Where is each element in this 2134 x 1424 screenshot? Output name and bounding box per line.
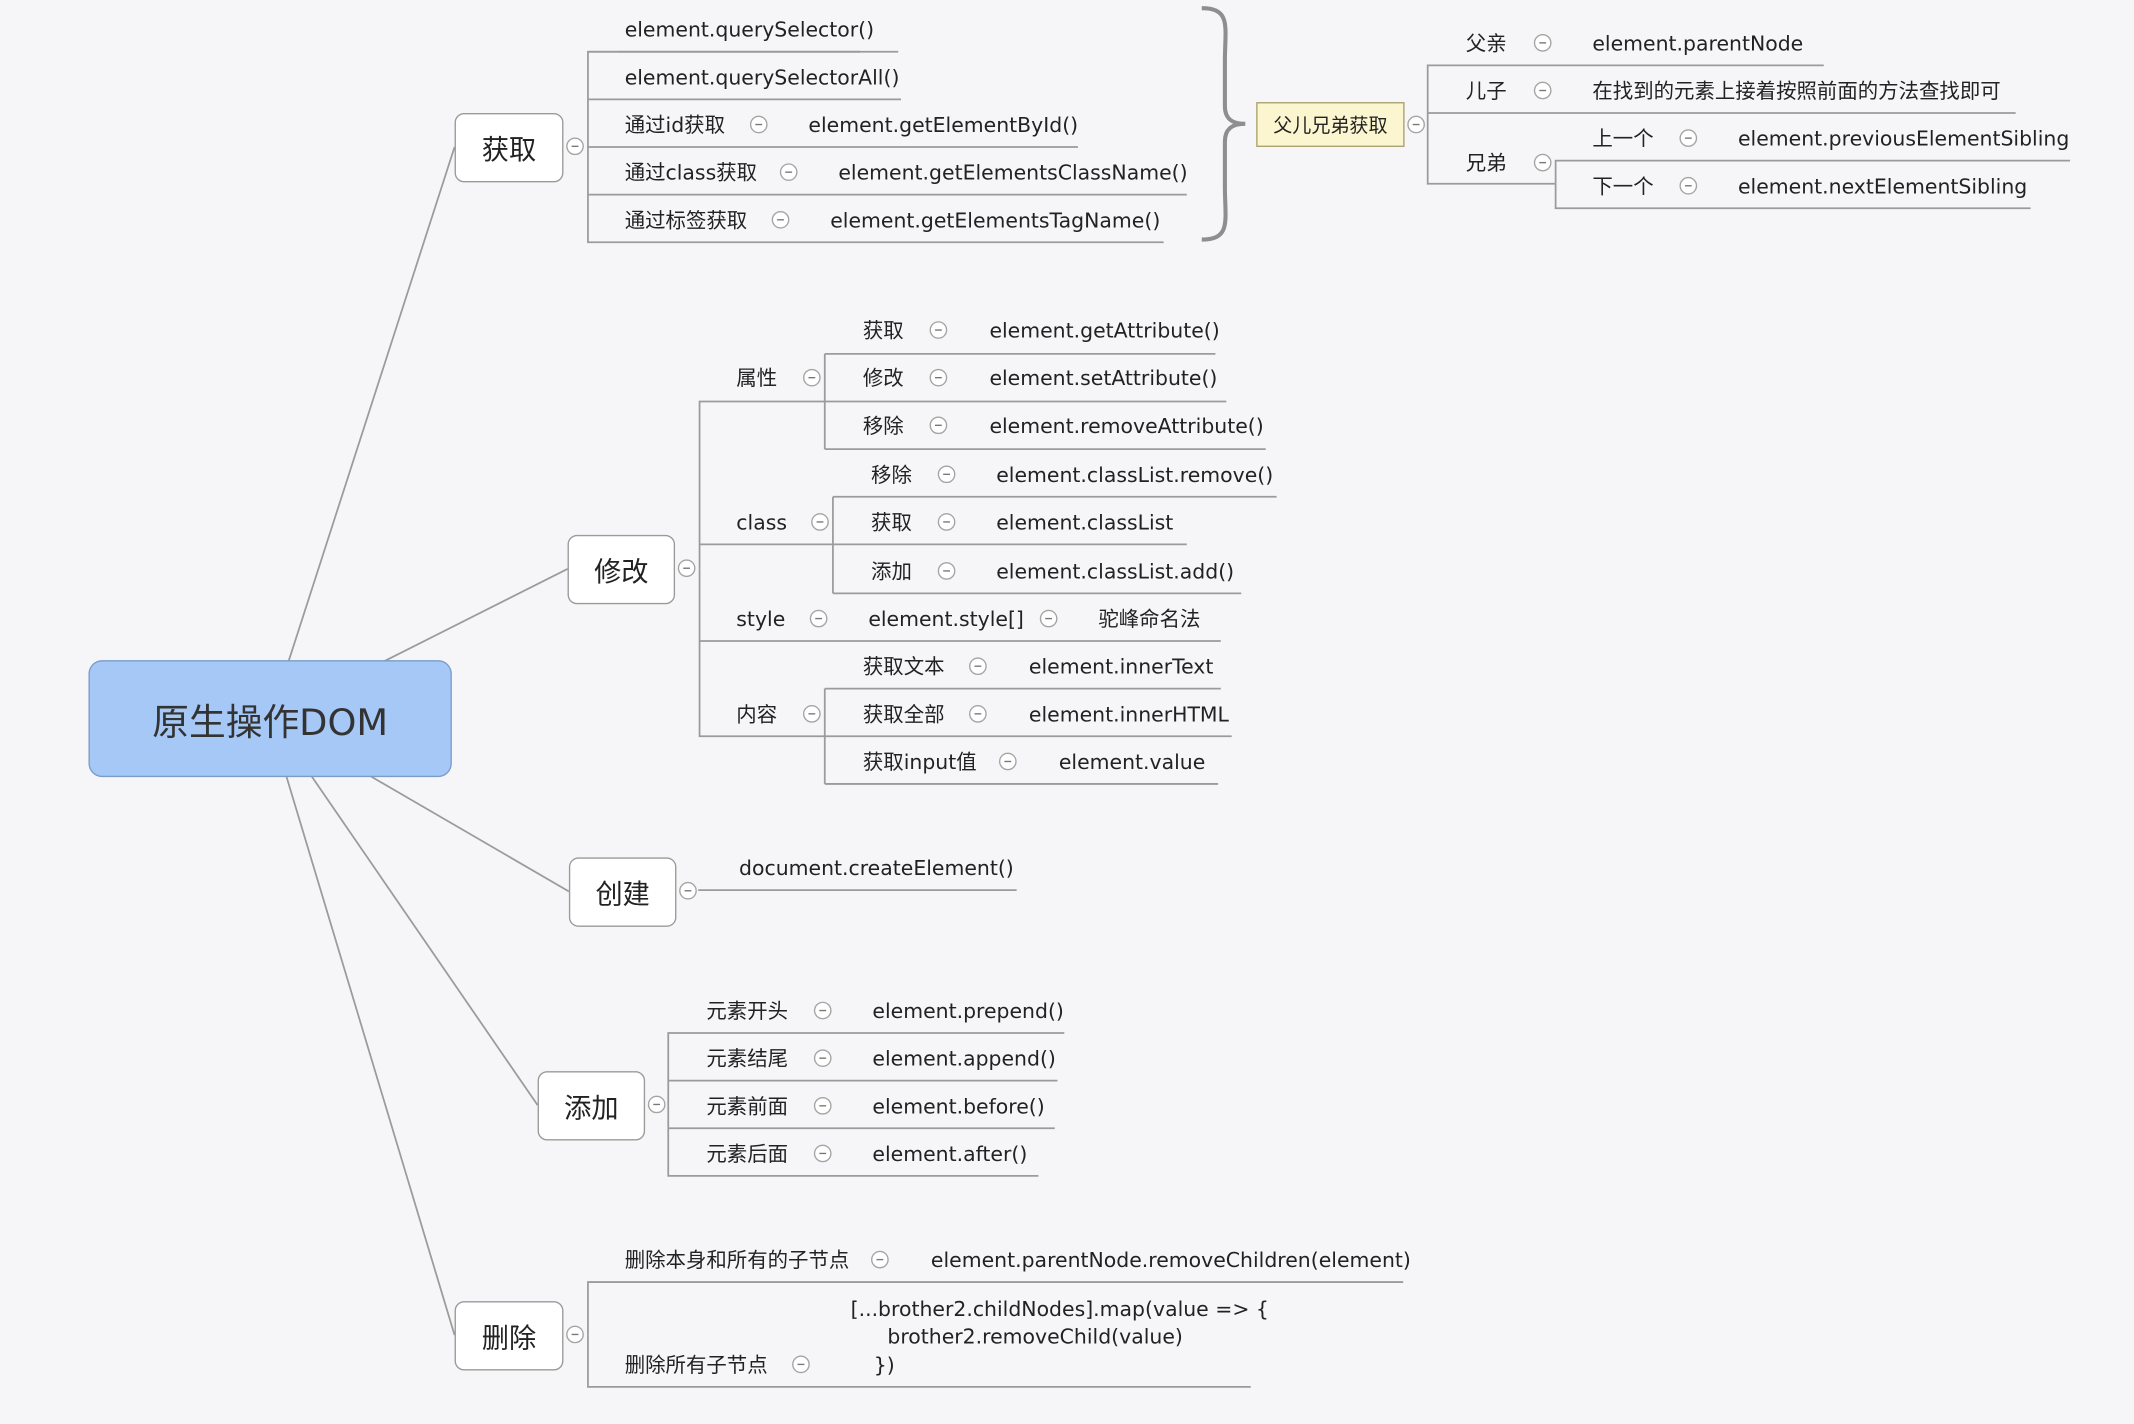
style-note[interactable]: 驼峰命名法 <box>1098 607 1201 632</box>
son-value[interactable]: 在找到的元素上接着按照前面的方法查找即可 <box>1592 78 2001 104</box>
collapse-icon[interactable] <box>969 657 987 676</box>
father-value[interactable]: element.parentNode <box>1592 31 1804 56</box>
next-value[interactable]: element.nextElementSibling <box>1737 174 2028 199</box>
collapse-icon[interactable] <box>1533 34 1552 52</box>
input-label[interactable]: 获取input值 <box>862 749 977 775</box>
collapse-icon[interactable] <box>1533 81 1552 100</box>
collapse-icon[interactable] <box>813 1001 832 1020</box>
root-node[interactable]: 原生操作DOM <box>88 660 452 778</box>
class-add-label[interactable]: 添加 <box>871 559 912 584</box>
collapse-icon[interactable] <box>937 465 956 484</box>
class-label[interactable]: class <box>736 510 787 535</box>
html-value[interactable]: element.innerHTML <box>1028 702 1229 727</box>
collapse-icon[interactable] <box>677 559 696 578</box>
children-label[interactable]: 删除所有子节点 <box>624 1352 768 1378</box>
collapse-icon[interactable] <box>813 1144 832 1163</box>
father-label[interactable]: 父亲 <box>1465 31 1507 56</box>
family-note[interactable]: 父儿兄弟获取 <box>1256 102 1405 147</box>
branch-huoqu[interactable]: 获取 <box>454 112 564 183</box>
attr-label[interactable]: 属性 <box>736 366 778 391</box>
input-value[interactable]: element.value <box>1058 749 1206 775</box>
query-selector[interactable]: element.querySelector() <box>624 17 875 43</box>
start-value[interactable]: element.prepend() <box>872 998 1064 1024</box>
style-label[interactable]: style <box>736 607 786 632</box>
collapse-icon[interactable] <box>779 163 798 182</box>
class-add-value[interactable]: element.classList.add() <box>996 559 1235 584</box>
collapse-icon[interactable] <box>566 1325 584 1344</box>
end-label[interactable]: 元素结尾 <box>706 1046 789 1072</box>
son-label[interactable]: 儿子 <box>1465 78 1507 104</box>
collapse-icon[interactable] <box>998 752 1017 771</box>
self-label[interactable]: 删除本身和所有的子节点 <box>624 1248 850 1273</box>
class-remove-label[interactable]: 移除 <box>871 462 912 488</box>
collapse-icon[interactable] <box>937 562 956 580</box>
prev-value[interactable]: element.previousElementSibling <box>1737 126 2070 152</box>
class-remove-value[interactable]: element.classList.remove() <box>996 462 1274 488</box>
attr-get-label[interactable]: 获取 <box>862 318 904 343</box>
html-label[interactable]: 获取全部 <box>862 702 945 727</box>
attr-get-value[interactable]: element.getAttribute() <box>989 318 1220 343</box>
self-value[interactable]: element.parentNode.removeChildren(elemen… <box>930 1248 1411 1273</box>
start-label[interactable]: 元素开头 <box>706 998 789 1024</box>
collapse-icon[interactable] <box>929 416 948 435</box>
children-code-line-2[interactable]: brother2.removeChild(value) <box>887 1324 1183 1349</box>
by-id-label[interactable]: 通过id获取 <box>624 112 726 138</box>
class-get-value[interactable]: element.classList <box>996 510 1174 535</box>
collapse-icon[interactable] <box>813 1049 832 1068</box>
after-value[interactable]: element.after() <box>872 1141 1028 1167</box>
by-tag-value[interactable]: element.getElementsTagName() <box>830 208 1161 233</box>
collapse-icon[interactable] <box>1533 153 1552 172</box>
query-selector-all[interactable]: element.querySelectorAll() <box>624 65 900 90</box>
collapse-icon[interactable] <box>679 881 697 900</box>
after-label[interactable]: 元素后面 <box>706 1141 789 1167</box>
collapse-icon[interactable] <box>1679 129 1698 147</box>
end-value[interactable]: element.append() <box>872 1046 1056 1072</box>
by-class-label[interactable]: 通过class获取 <box>624 160 758 186</box>
collapse-icon[interactable] <box>1039 609 1058 628</box>
prev-label[interactable]: 上一个 <box>1592 126 1654 152</box>
collapse-icon[interactable] <box>792 1355 810 1374</box>
before-label[interactable]: 元素前面 <box>706 1094 789 1119</box>
branch-chuangjian[interactable]: 创建 <box>568 857 677 927</box>
brother-label[interactable]: 兄弟 <box>1465 151 1507 176</box>
collapse-icon[interactable] <box>937 513 956 531</box>
attr-remove-label[interactable]: 移除 <box>862 413 904 439</box>
by-class-value[interactable]: element.getElementsClassName() <box>838 160 1188 186</box>
collapse-icon[interactable] <box>566 137 584 156</box>
attr-set-value[interactable]: element.setAttribute() <box>989 366 1218 391</box>
children-code-line-3[interactable]: }) <box>873 1352 895 1378</box>
collapse-icon[interactable] <box>929 321 948 339</box>
collapse-icon[interactable] <box>802 368 821 387</box>
text-label[interactable]: 获取文本 <box>862 654 945 680</box>
children-code-line-1[interactable]: [...brother2.childNodes].map(value => { <box>850 1297 1269 1322</box>
collapse-icon[interactable] <box>809 609 828 628</box>
text-value[interactable]: element.innerText <box>1028 654 1214 680</box>
collapse-icon[interactable] <box>871 1250 889 1269</box>
collapse-icon[interactable] <box>647 1095 666 1114</box>
collapse-icon[interactable] <box>802 704 821 723</box>
collapse-icon[interactable] <box>771 210 790 229</box>
branch-shanchu[interactable]: 删除 <box>454 1301 564 1371</box>
collapse-icon[interactable] <box>969 704 987 723</box>
collapse-icon[interactable] <box>929 368 948 387</box>
collapse-icon[interactable] <box>811 513 829 531</box>
by-id-value[interactable]: element.getElementById() <box>808 112 1079 138</box>
class-get-label[interactable]: 获取 <box>871 510 912 535</box>
before-value[interactable]: element.before() <box>872 1094 1045 1119</box>
collapse-icon[interactable] <box>749 115 768 134</box>
attr-set-label[interactable]: 修改 <box>862 366 904 391</box>
branch-xiugai[interactable]: 修改 <box>567 534 676 605</box>
collapse-icon[interactable] <box>1679 176 1698 195</box>
by-tag-label[interactable]: 通过标签获取 <box>624 208 748 233</box>
style-value[interactable]: element.style[] <box>868 607 1024 632</box>
branch-tianjia[interactable]: 添加 <box>537 1071 646 1141</box>
collapse-icon[interactable] <box>1407 115 1425 134</box>
content-label[interactable]: 内容 <box>736 702 778 727</box>
create-element[interactable]: document.createElement() <box>739 856 1014 881</box>
collapse-icon[interactable] <box>813 1096 832 1115</box>
next-label[interactable]: 下一个 <box>1592 174 1654 199</box>
attr-remove-value[interactable]: element.removeAttribute() <box>989 413 1264 439</box>
